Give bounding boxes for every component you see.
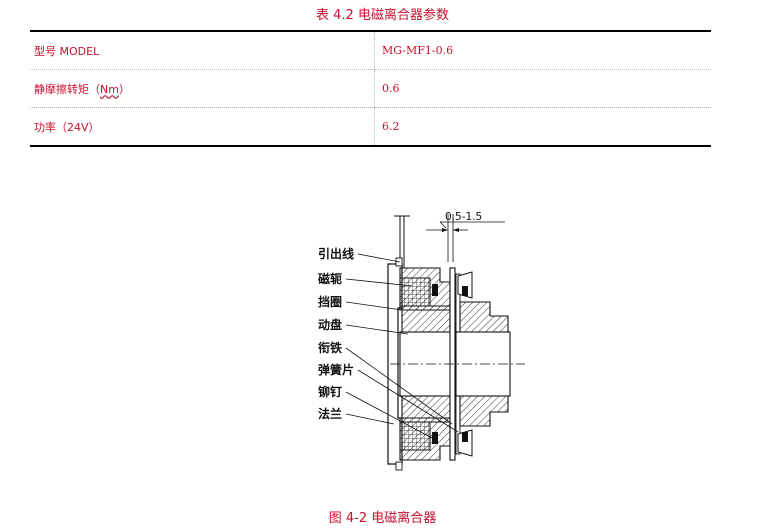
gap-dimension-label: 0.5-1.5 (445, 211, 482, 223)
label-spring-plate: 弹簧片 (318, 362, 354, 377)
leader-lines (345, 253, 459, 439)
label-rivet: 铆钉 (318, 384, 342, 399)
label-moving-disc: 动盘 (318, 317, 342, 332)
label-magnet-yoke: 磁轭 (317, 271, 342, 286)
row-label-unit: Nm (100, 82, 119, 96)
row-label: 功率（24V） (30, 107, 375, 146)
row-value: 0.6 (374, 69, 711, 108)
figure-caption: 图 4-2 电磁离合器 (328, 511, 437, 526)
row-label: 型号 MODEL (30, 31, 375, 70)
row-value: 6.2 (382, 120, 400, 133)
spring-plate (457, 271, 473, 457)
row-label-end: ） (118, 82, 130, 96)
table-row: 型号 MODEL MG-MF1-0.6 (30, 31, 711, 70)
gap-dimension: 0.5-1.5 (426, 211, 505, 262)
coil (399, 277, 431, 451)
label-lead-wire: 引出线 (318, 246, 354, 261)
row-label-main: 静摩擦转矩（ (34, 82, 100, 96)
label-armature: 衔铁 (318, 340, 342, 355)
table-row: 功率（24V） 6.2 (30, 107, 711, 146)
label-retaining-ring: 挡圈 (318, 294, 342, 309)
parameter-table: 型号 MODEL MG-MF1-0.6 静摩擦转矩（Nm） 0.6 功率（24V… (30, 30, 711, 147)
table-caption: 表 4.2 电磁离合器参数 (316, 8, 449, 23)
table-row: 静摩擦转矩（Nm） 0.6 (30, 69, 711, 108)
clutch-diagram: 0.5-1.5 (300, 206, 530, 490)
label-flange: 法兰 (318, 406, 342, 421)
row-value: MG-MF1-0.6 (374, 31, 711, 70)
part-labels: 引出线 磁轭 挡圈 动盘 衔铁 弹簧片 铆钉 法兰 (317, 246, 354, 421)
row-label: 静摩擦转矩（Nm） (30, 69, 375, 108)
